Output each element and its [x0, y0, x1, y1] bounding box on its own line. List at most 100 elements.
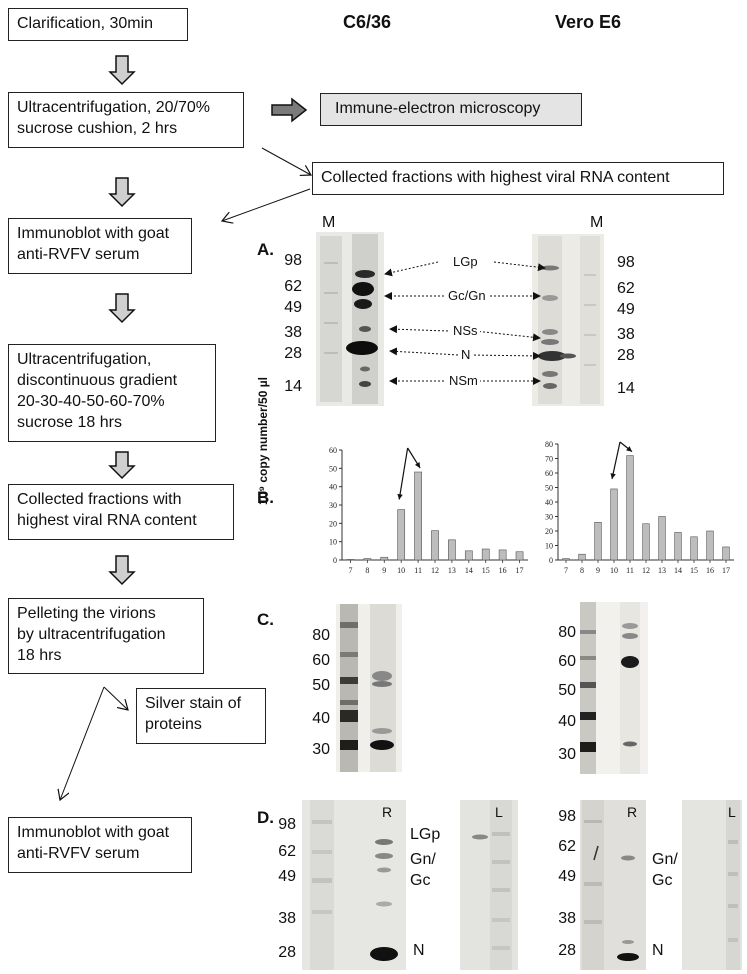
mw-label-d-left: 38: [278, 910, 296, 927]
flow-step-collected-fractions: Collected fractions with highest viral R…: [8, 484, 234, 540]
lane-label-r: R: [382, 804, 393, 820]
band-label-nss: NSs: [451, 323, 480, 338]
mw-label-d-right: 38: [558, 910, 576, 927]
bar: [578, 553, 586, 561]
bar: [562, 558, 570, 561]
mw-label-a-right: 38: [617, 326, 635, 343]
bar: [431, 530, 439, 561]
mw-label-c-left: 30: [312, 741, 330, 758]
x-tick-label: 14: [465, 566, 473, 575]
mw-label-c-left: 40: [312, 710, 330, 727]
x-tick-label: 12: [642, 566, 650, 575]
y-tick-label: 10: [329, 538, 337, 547]
bar: [642, 523, 650, 561]
flow-step-7-line2: anti-RVFV serum: [17, 845, 140, 862]
immunoblot-d-c636-l: [460, 800, 518, 970]
lane-label-l: L: [495, 804, 503, 820]
mw-label-a-left: 38: [284, 324, 302, 341]
y-tick-label: 60: [545, 469, 553, 478]
x-tick-label: 7: [564, 566, 568, 575]
mw-label-c-right: 60: [558, 653, 576, 670]
x-tick-label: 17: [722, 566, 730, 575]
side-silver-line1: Silver stain of: [145, 695, 242, 712]
mw-label-c-right: 80: [558, 624, 576, 641]
y-tick-label: 0: [549, 556, 553, 565]
mw-label-c-left: 50: [312, 677, 330, 694]
y-tick-label: 30: [545, 513, 553, 522]
mw-label-a-right: 98: [617, 254, 635, 271]
mw-label-a-left: 14: [284, 378, 302, 395]
lane-label-l-vero: L: [728, 804, 736, 820]
flow-step-4-line3: 20-30-40-50-60-70%: [17, 393, 165, 410]
flow-step-4-line1: Ultracentrifugation,: [17, 351, 152, 368]
down-arrow-icon: [108, 293, 136, 324]
immunoblot-d-c636-r: [302, 800, 406, 970]
mw-label-d-right: 28: [558, 942, 576, 959]
flow-step-4-line2: discontinuous gradient: [17, 372, 178, 389]
d-right-label-gc: Gc: [652, 872, 673, 889]
x-tick-label: 17: [516, 566, 524, 575]
d-left-label-n: N: [413, 942, 425, 959]
x-tick-label: 11: [626, 566, 634, 575]
bar: [626, 455, 634, 561]
bar: [346, 559, 355, 561]
flow-step-5-line2: highest viral RNA content: [17, 512, 197, 529]
x-tick-label: 10: [610, 566, 618, 575]
bar: [706, 530, 714, 561]
flow-step-immunoblot-1: Immunoblot with goat anti-RVFV serum: [8, 218, 192, 274]
y-tick-label: 40: [329, 483, 337, 492]
mw-label-d-right: 98: [558, 808, 576, 825]
bar: [498, 549, 507, 561]
arrow-line: [611, 441, 621, 480]
band-label-gc-gn: Gc/Gn: [446, 288, 488, 303]
x-tick-label: 16: [706, 566, 714, 575]
down-arrow-icon: [108, 55, 136, 86]
header-c636: C6/36: [343, 12, 392, 32]
mw-label-c-right: 40: [558, 713, 576, 730]
x-tick-label: 9: [596, 566, 600, 575]
mw-label-c-right: 50: [558, 682, 576, 699]
bar: [658, 516, 666, 561]
side-box-silver-stain: Silver stain of proteins: [136, 688, 266, 744]
d-right-label-n: N: [652, 942, 664, 959]
down-arrow-icon: [108, 451, 136, 480]
mw-label-a-left: 62: [284, 278, 302, 295]
y-tick-label: 30: [329, 501, 337, 510]
bar: [481, 548, 490, 561]
y-tick-label: 80: [545, 440, 553, 449]
panel-d-label: D.: [257, 808, 274, 827]
western-blot-a-c636: [316, 232, 384, 406]
bar: [690, 536, 698, 561]
down-arrow-icon: [108, 555, 136, 586]
x-tick-label: 11: [414, 566, 422, 575]
bar: [448, 539, 456, 561]
flow-step-6-line1: Pelleting the virions: [17, 605, 156, 622]
side-iem-text: Immune-electron microscopy: [335, 100, 541, 117]
x-tick-label: 12: [431, 566, 439, 575]
side-box-collected: Collected fractions with highest viral R…: [312, 162, 724, 195]
mw-label-a-right: 28: [617, 347, 635, 364]
band-label-nsm: NSm: [447, 373, 480, 388]
flow-step-immunoblot-2: Immunoblot with goat anti-RVFV serum: [8, 817, 192, 873]
x-tick-label: 8: [365, 566, 369, 575]
x-tick-label: 8: [580, 566, 584, 575]
mw-label-a-left: 49: [284, 299, 302, 316]
x-tick-label: 16: [499, 566, 507, 575]
bar: [414, 471, 422, 561]
x-tick-label: 15: [482, 566, 490, 575]
arrowhead-icon: [397, 493, 403, 500]
down-arrow-icon: [108, 177, 136, 208]
right-arrow-icon: [271, 97, 308, 123]
arrowhead-icon: [626, 446, 632, 452]
flow-step-2-line1: Ultracentrifugation, 20/70%: [17, 99, 210, 116]
mw-label-d-left: 98: [278, 816, 296, 833]
x-tick-label: 9: [382, 566, 386, 575]
flow-step-4-line4: sucrose 18 hrs: [17, 414, 122, 431]
band-label-lgp: LGp: [451, 254, 480, 269]
side-silver-line2: proteins: [145, 716, 202, 733]
mw-label-d-left: 62: [278, 843, 296, 860]
bar: [594, 522, 602, 561]
y-tick-label: 20: [545, 527, 553, 536]
lane-label-r-vero: R: [627, 804, 638, 820]
